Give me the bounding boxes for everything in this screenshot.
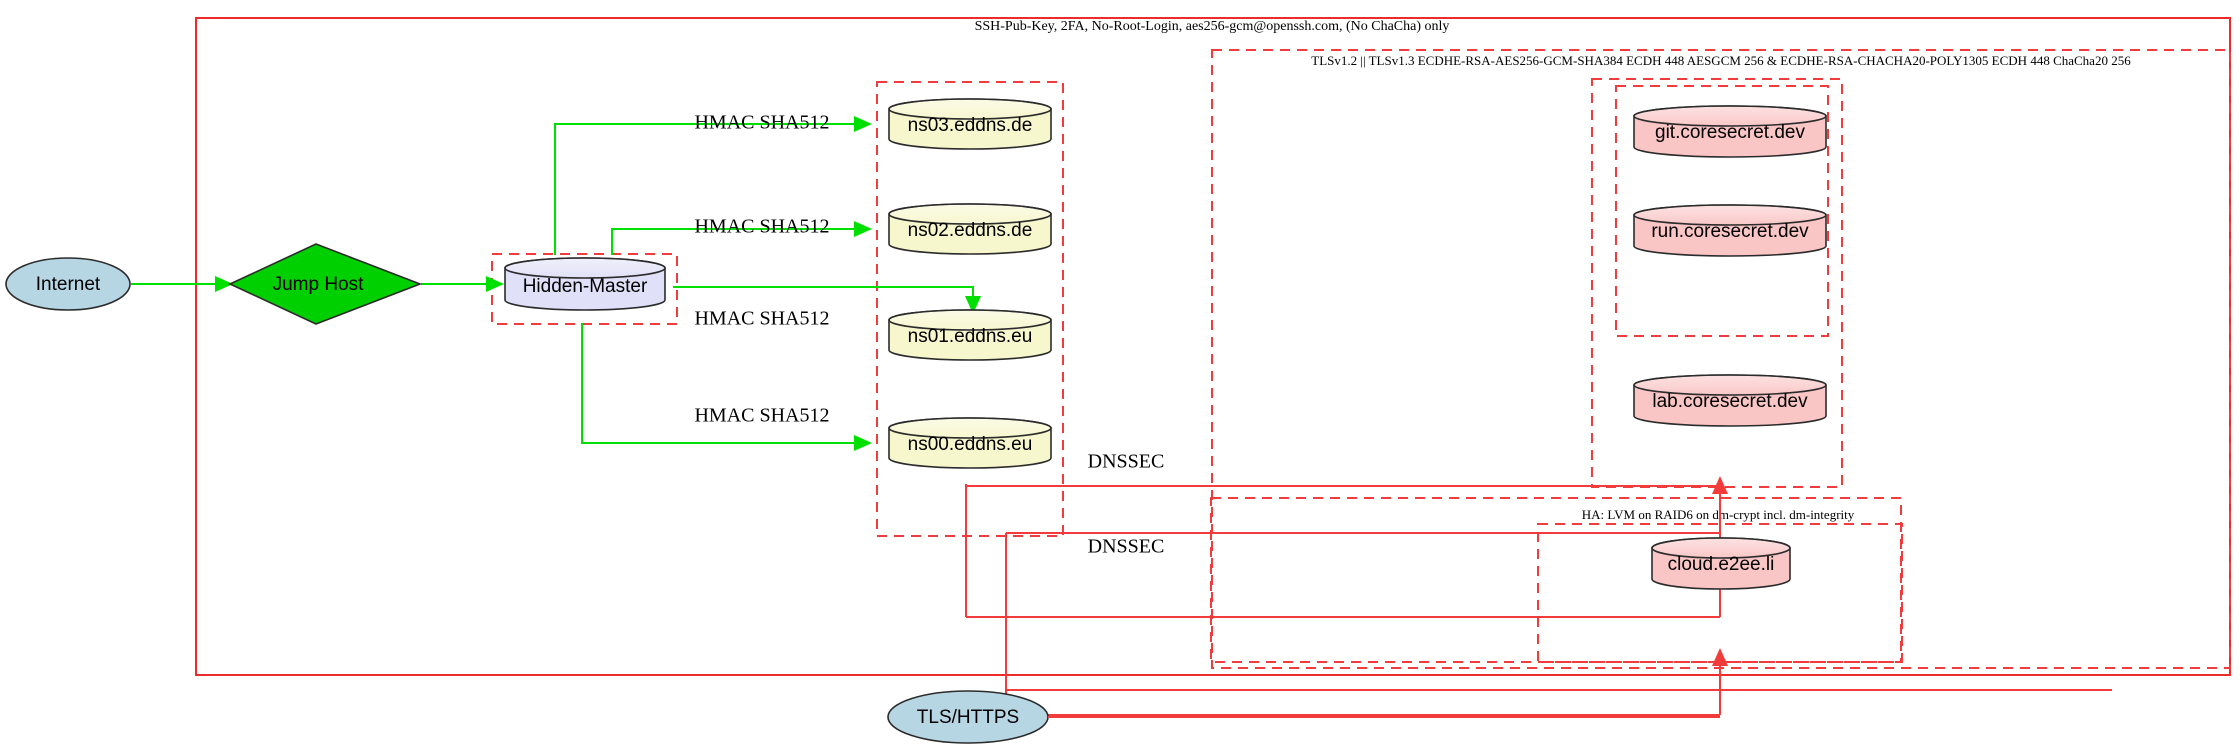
node-run-coresecret[interactable]: run.coresecret.dev: [1633, 204, 1827, 257]
edge-label-hmac-ns00: HMAC SHA512: [694, 405, 829, 427]
edge-dnssec-to-coresecret: [965, 476, 1728, 494]
node-jump-host[interactable]: Jump Host: [228, 243, 423, 325]
node-lab-label: lab.coresecret.dev: [1652, 391, 1808, 412]
node-cloud-label: cloud.e2ee.li: [1668, 554, 1775, 575]
node-tls-https[interactable]: TLS/HTTPS: [887, 690, 1049, 744]
node-cloud-e2ee[interactable]: cloud.e2ee.li: [1651, 537, 1791, 590]
edge-label-hmac-ns02: HMAC SHA512: [694, 216, 829, 238]
node-lab-coresecret[interactable]: lab.coresecret.dev: [1633, 374, 1827, 427]
node-jump-host-label: Jump Host: [273, 274, 365, 295]
edge-hidden-to-ns03: [554, 116, 872, 255]
cluster-ha: HA: LVM on RAID6 on dm-crypt incl. dm-in…: [1210, 497, 1902, 663]
node-tls-https-label: TLS/HTTPS: [917, 707, 1019, 728]
node-hidden-master-label: Hidden-Master: [523, 276, 648, 297]
node-git-label: git.coresecret.dev: [1655, 122, 1805, 143]
node-ns03[interactable]: ns03.eddns.de: [888, 98, 1052, 150]
cluster-dns: [876, 81, 1064, 537]
edge-hidden-to-ns01: [673, 286, 981, 314]
node-git-coresecret[interactable]: git.coresecret.dev: [1633, 105, 1827, 158]
edge-hidden-to-ns02: [611, 221, 872, 255]
cluster-hidden-master: [491, 253, 678, 325]
cluster-ssh-label: SSH-Pub-Key, 2FA, No-Root-Login, aes256-…: [975, 19, 1450, 34]
cluster-ha-label: HA: LVM on RAID6 on dm-crypt incl. dm-in…: [1582, 507, 1855, 522]
node-internet-label: Internet: [36, 274, 101, 295]
node-ns01[interactable]: ns01.eddns.eu: [888, 309, 1052, 361]
edge-label-hmac-ns01: HMAC SHA512: [694, 308, 829, 330]
node-run-label: run.coresecret.dev: [1651, 221, 1809, 242]
node-ns01-label: ns01.eddns.eu: [908, 326, 1033, 347]
cluster-coresecret-inner: [1615, 85, 1829, 337]
edge-label-dnssec-upper: DNSSEC: [1088, 451, 1165, 473]
node-ns02-label: ns02.eddns.de: [908, 220, 1033, 241]
edge-hidden-to-ns00: [581, 323, 872, 451]
node-ns00[interactable]: ns00.eddns.eu: [888, 417, 1052, 469]
node-ns00-label: ns00.eddns.eu: [908, 434, 1033, 455]
node-ns02[interactable]: ns02.eddns.de: [888, 203, 1052, 255]
cluster-tls-label: TLSv1.2 || TLSv1.3 ECDHE-RSA-AES256-GCM-…: [1311, 53, 2131, 68]
node-internet[interactable]: Internet: [5, 257, 131, 311]
edge-label-dnssec-lower: DNSSEC: [1088, 536, 1165, 558]
node-hidden-master[interactable]: Hidden-Master: [504, 257, 666, 311]
edge-label-hmac-ns03: HMAC SHA512: [694, 112, 829, 134]
node-ns03-label: ns03.eddns.de: [908, 115, 1033, 136]
